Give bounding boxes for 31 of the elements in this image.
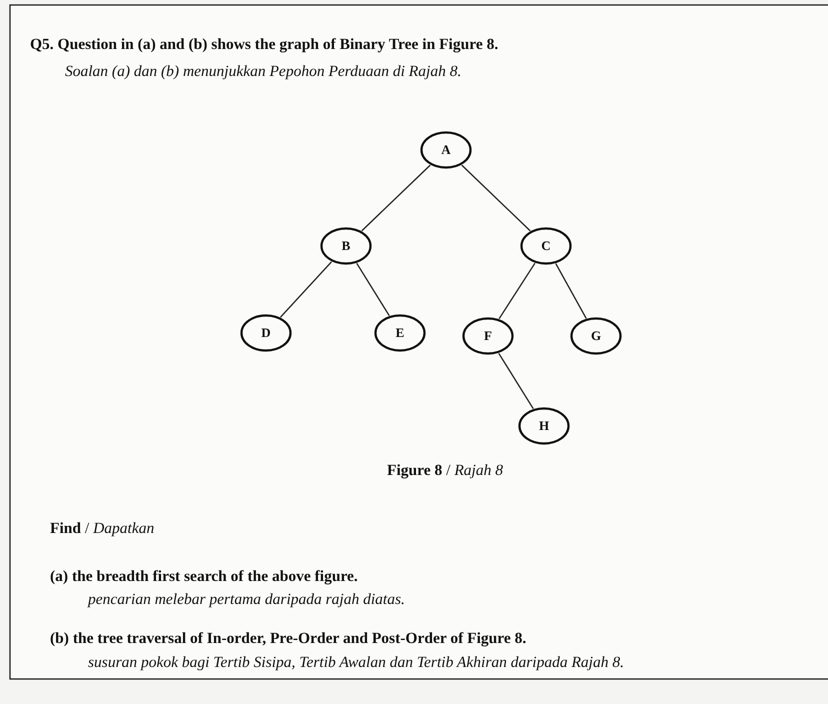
node-label: F: [484, 328, 492, 344]
node-label: H: [538, 418, 550, 434]
tree-node: [462, 317, 514, 355]
tree-node: [570, 317, 622, 355]
tree-edge: [280, 261, 332, 318]
question-part: (a) the breadth first search of the above figure.: [50, 568, 358, 587]
question-part-translation: pencarian melebar pertama daripada rajah diatas.: [88, 591, 405, 610]
tree-node: [420, 131, 472, 169]
question-subheading: Soalan (a) dan (b) menunjukkan Pepohon Perduaan di Rajah 8.: [65, 63, 462, 82]
question-part-translation: susuran pokok bagi Tertib Sisipa, Tertib Awalan dan Tertib Akhiran daripada Rajah 8.: [88, 654, 624, 673]
node-label: A: [441, 142, 451, 158]
figure-caption: Figure 8 / Rajah 8: [387, 462, 503, 481]
tree-node: [518, 407, 570, 445]
node-label: G: [590, 328, 602, 344]
node-label: B: [342, 238, 350, 254]
tree-edge: [361, 164, 431, 232]
node-label: D: [261, 325, 271, 341]
tree-edge: [356, 262, 390, 316]
tree-node: [520, 227, 572, 265]
tree-edge: [498, 352, 534, 410]
tree-node: [240, 314, 292, 352]
tree-node: [374, 314, 426, 352]
instruction-text: Find / Dapatkan: [50, 520, 154, 539]
tree-edge: [461, 164, 531, 232]
tree-edge: [498, 262, 536, 320]
question-heading: Q5. Question in (a) and (b) shows the graph of Binary Tree in Figure 8.: [30, 36, 498, 55]
node-label: C: [541, 238, 551, 254]
node-label: E: [396, 325, 404, 341]
question-part: (b) the tree traversal of In-order, Pre-Order and Post-Order of Figure 8.: [50, 630, 526, 649]
tree-edge: [555, 263, 587, 319]
tree-node: [320, 227, 372, 265]
